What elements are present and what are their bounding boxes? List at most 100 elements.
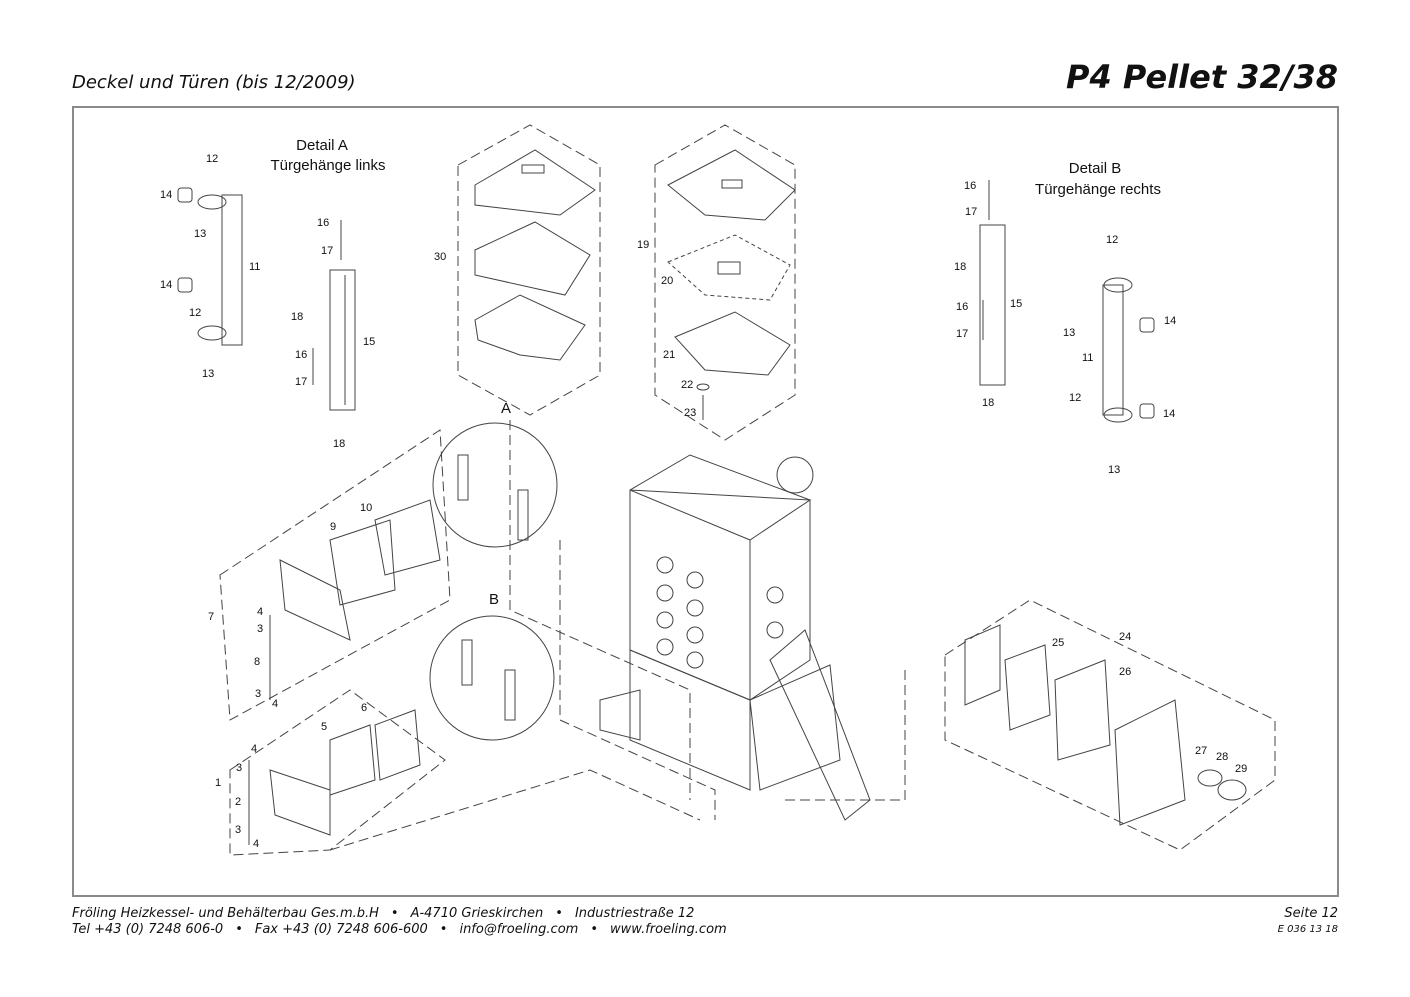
part-callout: 9 xyxy=(330,521,336,533)
part-callout: 13 xyxy=(1063,327,1075,339)
hinge-15 xyxy=(329,269,356,411)
detail-b-title: Detail B xyxy=(1069,160,1122,177)
detail-a-subtitle: Türgehänge links xyxy=(270,157,385,174)
diagram-frame xyxy=(72,106,1339,897)
part-callout: 29 xyxy=(1235,763,1247,775)
hinge-11-right xyxy=(1102,284,1124,416)
boiler-base xyxy=(629,649,751,791)
part-callout: 21 xyxy=(663,349,675,361)
cover-group-24-outline xyxy=(944,599,1276,851)
part-callout: 1 xyxy=(215,777,221,789)
part-callout: 10 xyxy=(360,502,372,514)
part-callout: 17 xyxy=(956,328,968,340)
detail-a-circle xyxy=(432,422,558,548)
part-callout: 4 xyxy=(257,606,263,618)
plate-21 xyxy=(674,311,791,376)
company-name: Fröling Heizkessel- und Behälterbau Ges.… xyxy=(72,906,379,921)
insulation-plate xyxy=(474,221,591,296)
part-callout: 26 xyxy=(1119,666,1131,678)
part-callout: 6 xyxy=(361,702,367,714)
panel xyxy=(964,624,1001,706)
part-callout: 13 xyxy=(194,228,206,240)
detail-b-circle xyxy=(429,615,555,741)
group-30-outline xyxy=(457,124,601,416)
part-callout: 3 xyxy=(236,762,242,774)
part-callout: 12 xyxy=(206,153,218,165)
page-number: Seite 12 xyxy=(1284,906,1338,921)
detail-labels: Detail A Türgehänge links Detail B Türge… xyxy=(270,137,1161,608)
page-title: P4 Pellet 32/38 xyxy=(1066,58,1338,96)
cover-plate xyxy=(474,149,596,216)
footer-address: Fröling Heizkessel- und Behälterbau Ges.… xyxy=(72,906,727,938)
part-callout: 12 xyxy=(1106,234,1118,246)
part-callouts: 1214131114121316171815161718301920212223… xyxy=(160,153,1247,850)
cover-24 xyxy=(1114,699,1186,826)
part-callout: 27 xyxy=(1195,745,1207,757)
part-callout: 3 xyxy=(255,688,261,700)
insulation-6 xyxy=(374,709,421,781)
part-callout: 25 xyxy=(1052,637,1064,649)
part-callout: 18 xyxy=(291,311,303,323)
part-callout: 11 xyxy=(1082,352,1093,364)
part-callout: 8 xyxy=(254,656,260,668)
part-callout: 11 xyxy=(249,261,260,273)
part-callout: 28 xyxy=(1216,751,1228,763)
website-link[interactable]: www.froeling.com xyxy=(610,922,727,937)
top-plate xyxy=(667,149,796,221)
fax: Fax +43 (0) 7248 606-600 xyxy=(254,922,428,937)
panel-26 xyxy=(1054,659,1111,761)
hinge-11 xyxy=(221,194,243,346)
part-callout: 13 xyxy=(202,368,214,380)
part-callout: 14 xyxy=(1163,408,1175,420)
door-group-1-outline xyxy=(229,689,446,856)
part-callout: 16 xyxy=(956,301,968,313)
part-callout: 2 xyxy=(235,796,241,808)
insulation-plate-20 xyxy=(667,234,791,301)
part-callout: 3 xyxy=(257,623,263,635)
email-link[interactable]: info@froeling.com xyxy=(459,922,579,937)
part-callout: 4 xyxy=(253,838,259,850)
detail-a-marker: A xyxy=(501,400,511,417)
door-1 xyxy=(269,769,331,836)
part-callout: 12 xyxy=(189,307,201,319)
city: A-4710 Grieskirchen xyxy=(410,906,544,921)
part-callout: 14 xyxy=(160,279,172,291)
group-19-outline xyxy=(654,124,796,441)
phone: Tel +43 (0) 7248 606-0 xyxy=(72,922,224,937)
insulation-10 xyxy=(374,499,441,576)
flue-pipe xyxy=(776,456,814,494)
footer-line-1: Fröling Heizkessel- und Behälterbau Ges.… xyxy=(72,906,695,921)
detail-b-subtitle: Türgehänge rechts xyxy=(1035,181,1161,198)
part-callout: 18 xyxy=(333,438,345,450)
part-callout: 13 xyxy=(1108,464,1120,476)
footer-line-2: Tel +43 (0) 7248 606-0•Fax +43 (0) 7248 … xyxy=(72,922,727,937)
seal-9 xyxy=(329,519,396,606)
cover-handle xyxy=(521,164,545,174)
document-code: E 036 13 18 xyxy=(1277,924,1338,935)
part-callout: 17 xyxy=(965,206,977,218)
part-callout: 15 xyxy=(1010,298,1022,310)
part-callout: 12 xyxy=(1069,392,1081,404)
part-callout: 4 xyxy=(251,743,257,755)
part-callout: 16 xyxy=(964,180,976,192)
part-callout: 15 xyxy=(363,336,375,348)
part-callout: 17 xyxy=(295,376,307,388)
part-callout: 16 xyxy=(295,349,307,361)
part-callout: 20 xyxy=(661,275,673,287)
part-callout: 24 xyxy=(1119,631,1131,643)
part-callout: 17 xyxy=(321,245,333,257)
page-subtitle: Deckel und Türen (bis 12/2009) xyxy=(72,72,356,93)
footer-page-info: Seite 12 E 036 13 18 xyxy=(1278,906,1338,938)
part-callout: 4 xyxy=(272,698,278,710)
street: Industriestraße 12 xyxy=(574,906,695,921)
part-callout: 5 xyxy=(321,721,327,733)
part-callout: 14 xyxy=(160,189,172,201)
part-callout: 18 xyxy=(982,397,994,409)
part-callout: 14 xyxy=(1164,315,1176,327)
seal-5 xyxy=(329,724,376,796)
part-callout: 30 xyxy=(434,251,446,263)
part-callout: 19 xyxy=(637,239,649,251)
part-callout: 7 xyxy=(208,611,214,623)
part-callout: 18 xyxy=(954,261,966,273)
